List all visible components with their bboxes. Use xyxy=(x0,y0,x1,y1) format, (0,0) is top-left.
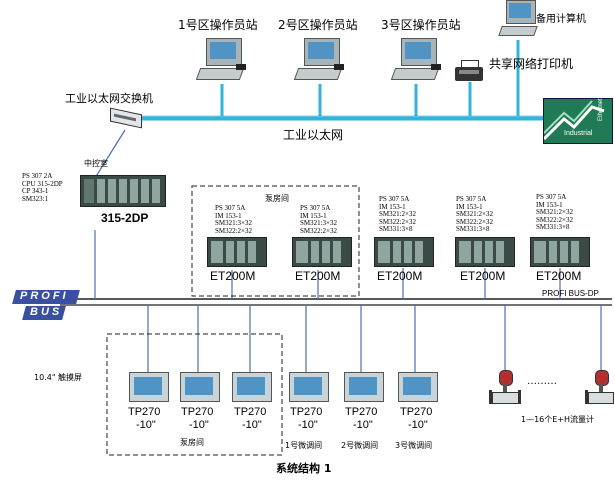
touch-panel[interactable] xyxy=(289,372,329,402)
et200m-remote-1-specs: PS 307 5A IM 153-1 SM321:2×32 SM322:2×32… xyxy=(379,195,417,233)
et200m-pump-1-rack[interactable] xyxy=(207,237,267,267)
panel-group-label: 1号微调间 xyxy=(285,441,323,450)
operator-station-1[interactable] xyxy=(195,38,248,84)
printer-label: 共享网络打印机 xyxy=(489,57,574,71)
touch-panel-model: TP270 xyxy=(234,406,267,418)
printer-icon[interactable] xyxy=(455,60,485,84)
spec-line: CP 343-1 xyxy=(22,187,49,195)
backup-computer-label: 备用计算机 xyxy=(536,14,586,25)
flowmeter-icon[interactable] xyxy=(489,370,521,410)
et200m-remote-1-label: ET200M xyxy=(377,269,423,283)
ethernet-switch-label: 工业以太网交换机 xyxy=(65,92,153,105)
spec-line: SM323:1 xyxy=(22,194,49,203)
cpu-label: 315-2DP xyxy=(101,211,149,225)
operator-station-3-label: 3号区操作员站 xyxy=(381,18,461,32)
touch-panel[interactable] xyxy=(398,372,438,402)
ethernet-switch-icon[interactable] xyxy=(110,107,144,129)
control-room-specs: PS 307 2A CPU 315-2DP CP 343-1 SM323:1 xyxy=(22,172,63,203)
spec-line: PS 307 2A xyxy=(22,172,53,180)
touch-panel[interactable] xyxy=(180,372,220,402)
touch-panel-size: -10" xyxy=(136,419,156,431)
flowmeter-label: 1—16个E+H流量计 xyxy=(521,415,595,424)
ethernet-label: 工业以太网 xyxy=(283,128,344,142)
touch-panel[interactable] xyxy=(344,372,384,402)
pump-room-group-box xyxy=(191,185,360,297)
profibus-logo-bottom: BUS xyxy=(30,306,63,318)
touch-panel[interactable] xyxy=(129,372,169,402)
et200m-pump-2-rack[interactable] xyxy=(292,237,352,267)
et200m-pump-1-label: ET200M xyxy=(210,269,256,283)
flowmeter-dots: ……… xyxy=(527,376,557,387)
touch-panel-size: -10" xyxy=(242,419,262,431)
panel-group-label: 3号微调间 xyxy=(395,441,433,450)
cpu-rack[interactable] xyxy=(80,175,166,207)
industrial-logo-line2: Ethernet xyxy=(598,98,604,121)
et200m-pump-2-label: ET200M xyxy=(295,269,341,283)
et200m-pump-1-specs: PS 307 5A IM 153-1 SM321:3×32 SM322:2×32 xyxy=(215,204,253,235)
touch-panel[interactable] xyxy=(232,372,272,402)
et200m-remote-2-rack[interactable] xyxy=(455,237,515,267)
control-room-label: 中控室 xyxy=(84,159,108,168)
touch-panel-size: -10" xyxy=(353,419,373,431)
operator-station-1-label: 1号区操作员站 xyxy=(178,18,258,32)
profibus-label: PROFI BUS-DP xyxy=(542,289,599,298)
profibus-logo-top: PROFI xyxy=(20,290,69,302)
pump-room-label: 泵房间 xyxy=(265,194,289,203)
operator-station-2[interactable] xyxy=(293,38,346,84)
flowmeter-icon[interactable] xyxy=(585,370,614,410)
operator-station-2-label: 2号区操作员站 xyxy=(278,18,358,32)
et200m-remote-1-rack[interactable] xyxy=(374,237,434,267)
panel-group-box xyxy=(106,333,283,456)
panel-group-label: 泵房间 xyxy=(180,438,204,447)
et200m-remote-2-label: ET200M xyxy=(460,269,506,283)
touchscreen-label: 10.4" 触摸屏 xyxy=(34,373,83,382)
et200m-remote-3-specs: PS 307 5A IM 153-1 SM321:2×32 SM322:2×32… xyxy=(536,193,574,231)
touch-panel-model: TP270 xyxy=(290,406,323,418)
et200m-pump-2-specs: PS 307 5A IM 153-1 SM321:3×32 SM322:2×32 xyxy=(300,204,338,235)
touch-panel-size: -10" xyxy=(298,419,318,431)
et200m-remote-3-rack[interactable] xyxy=(530,237,590,267)
touch-panel-size: -10" xyxy=(189,419,209,431)
figure-caption: 系统结构 1 xyxy=(276,462,332,475)
touch-panel-model: TP270 xyxy=(181,406,214,418)
industrial-ethernet-logo: Industrial Ethernet xyxy=(543,98,613,144)
touch-panel-model: TP270 xyxy=(400,406,433,418)
spec-line: CPU 315-2DP xyxy=(22,179,63,188)
touch-panel-size: -10" xyxy=(408,419,428,431)
touch-panel-model: TP270 xyxy=(128,406,161,418)
profibus-logo: PROFI BUS xyxy=(12,288,80,324)
operator-station-3[interactable] xyxy=(390,38,443,84)
touch-panel-model: TP270 xyxy=(345,406,378,418)
panel-group-label: 2号微调间 xyxy=(341,441,379,450)
et200m-remote-3-label: ET200M xyxy=(536,269,582,283)
industrial-logo-line1: Industrial xyxy=(564,130,593,137)
et200m-remote-2-specs: PS 307 5A IM 153-1 SM321:2×32 SM322:2×32… xyxy=(456,195,494,233)
backup-computer[interactable] xyxy=(498,0,540,40)
